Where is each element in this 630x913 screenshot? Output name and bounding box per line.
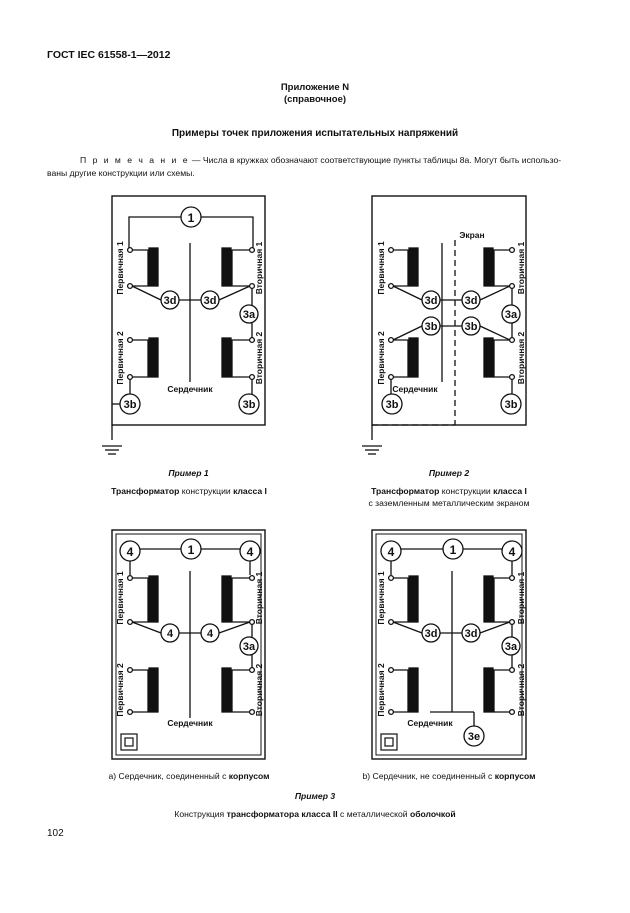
annex-subtitle: (справочное) [283,94,347,105]
circle-4-label: 4 [247,545,254,559]
note-prefix: П р и м е ч а н и е [80,155,190,165]
circle-3a-label: 3a [505,641,518,653]
circle-3d-label: 3d [425,295,438,307]
circle-3b-label: 3b [386,399,399,411]
label-secondary-2: Вторичная 2 [254,331,264,384]
label-core: Сердечник [392,384,438,394]
label-primary-2: Первичная 2 [376,331,386,385]
circle-3a-label: 3a [243,309,256,321]
circle-3d-label: 3d [164,295,177,307]
circle-3d-label: 3d [204,295,217,307]
circle-4-label: 4 [127,545,134,559]
circle-4-label: 4 [509,545,516,559]
circle-3d-label: 3d [465,295,478,307]
circle-3a-label: 3a [505,309,518,321]
diagram-example-2: Экран 3d 3d 3b 3b [362,195,527,455]
circle-1-label: 1 [188,543,195,557]
label-secondary-2: Вторичная 2 [254,663,264,716]
circle-3b-label: 3b [124,399,137,411]
label-core: Сердечник [167,384,213,394]
diagram-example-3b: 1 4 4 3d 3d 3a [371,529,527,760]
label-primary-2: Первичная 2 [115,663,125,717]
circle-1: 1 [180,206,202,228]
caption-example-1: Пример 1 [168,468,209,478]
caption-example-3-desc: Конструкция трансформатора класса II с м… [174,809,456,819]
note-line-2: ваны другие конструкции или схемы. [47,168,195,178]
circle-3a-label: 3a [243,641,256,653]
caption-example-3b: b) Сердечник, не соединенный с корпусом [362,771,536,781]
label-core: Сердечник [167,718,213,728]
label-secondary-2: Вторичная 2 [516,331,526,384]
label-primary-1: Первичная 1 [376,571,386,625]
circle-3b-label: 3b [465,321,478,333]
label-secondary-2: Вторичная 2 [516,663,526,716]
document-header: ГОСТ IEC 61558-1—2012 [47,49,171,61]
caption-example-3: Пример 3 [294,791,336,801]
circle-3b-label: 3b [243,399,256,411]
circle-1-label: 1 [450,543,457,557]
label-primary-2: Первичная 2 [376,663,386,717]
label-primary-1: Первичная 1 [115,241,125,295]
circle-3b-label: 3b [505,399,518,411]
label-core: Сердечник [407,718,453,728]
label-secondary-1: Вторичная 1 [254,241,264,294]
diagram-example-1: 1 3d 3d 3a 3b 3 [102,195,266,455]
caption-example-3a: a) Сердечник, соединенный с корпусом [108,771,270,781]
circle-3d-label: 3d [425,628,438,640]
section-heading: Примеры точек приложения испытательных н… [171,128,459,139]
circle-3e-label: 3e [468,731,480,743]
caption-example-2-desc: Трансформатор конструкции класса I [371,486,527,496]
caption-example-1-desc: Трансформатор конструкции класса I [111,486,267,496]
annex-title: Приложение N [280,82,350,93]
page-number: 102 [47,828,64,839]
caption-example-2-desc-line2: с заземленным металлическим экраном [368,498,530,508]
caption-example-2: Пример 2 [428,468,470,478]
circle-1-label: 1 [188,211,195,225]
circle-3d-label: 3d [465,628,478,640]
label-secondary-1: Вторичная 1 [254,571,264,624]
circle-4-label: 4 [388,545,395,559]
diagram-example-3a: 1 4 4 4 4 3a [111,529,266,760]
note-text-1: — Числа в кружках обозначают соответству… [189,155,562,165]
circle-4-label: 4 [167,628,174,640]
label-secondary-1: Вторичная 1 [516,571,526,624]
label-primary-2: Первичная 2 [115,331,125,385]
circle-4-label: 4 [207,628,214,640]
circle-3b-label: 3b [425,321,438,333]
label-primary-1: Первичная 1 [115,571,125,625]
label-secondary-1: Вторичная 1 [516,241,526,294]
label-primary-1: Первичная 1 [376,241,386,295]
note-line-1: П р и м е ч а н и е — Числа в кружках об… [80,156,561,165]
label-screen: Экран [459,230,484,240]
